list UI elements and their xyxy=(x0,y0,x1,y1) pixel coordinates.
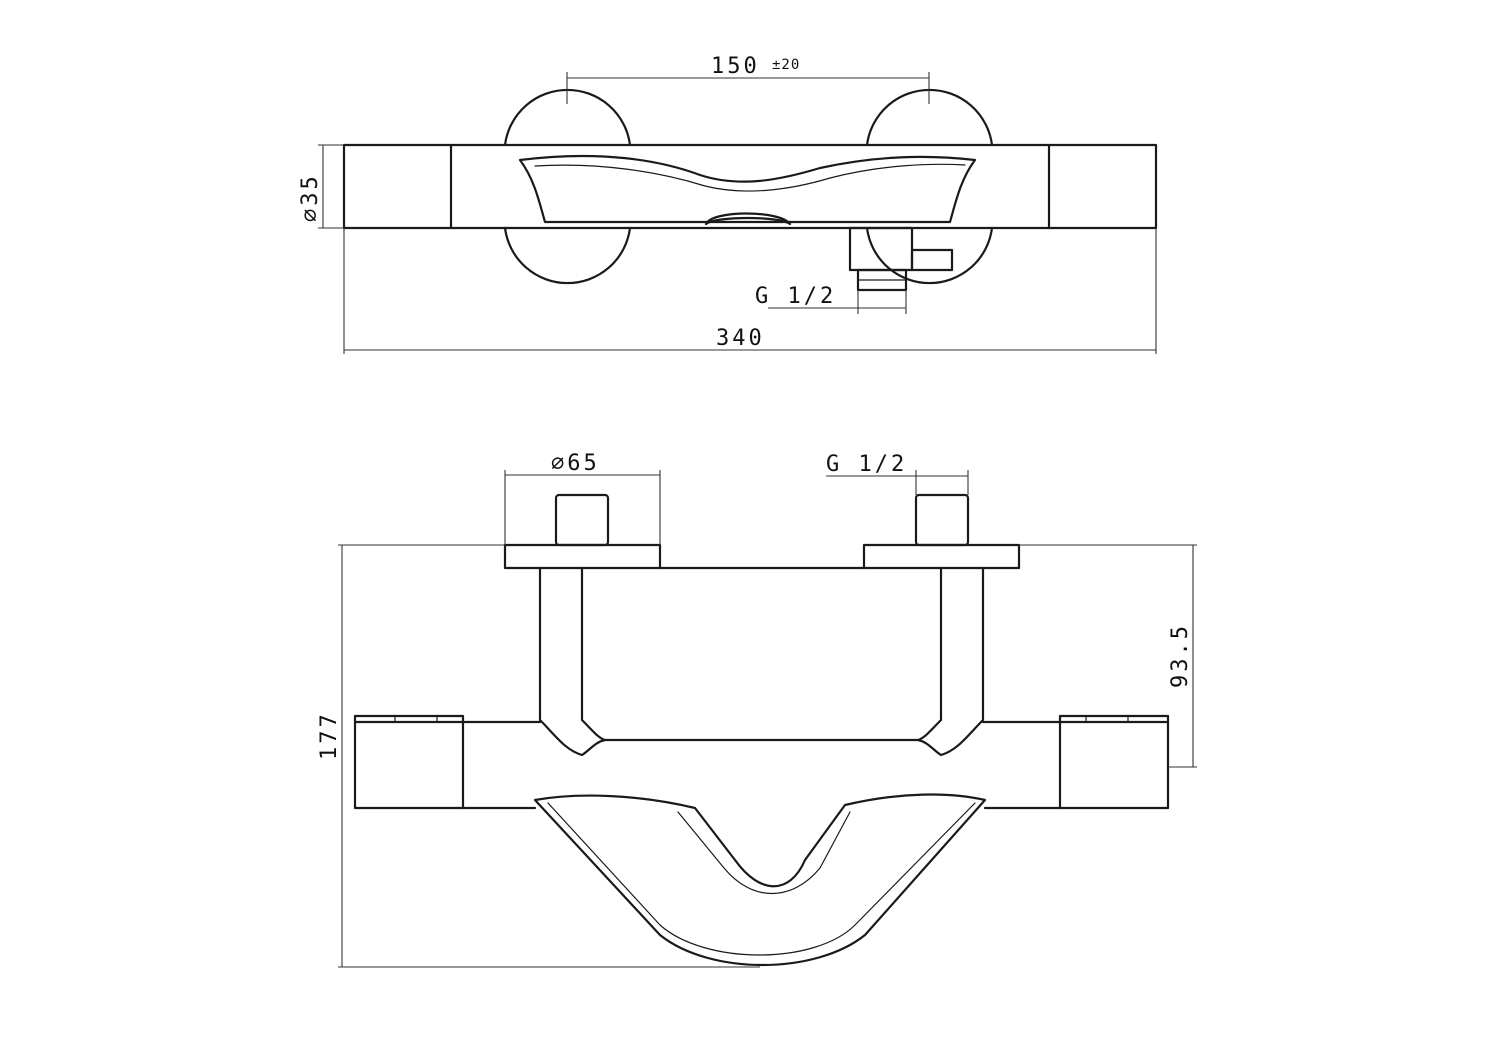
connection-height-label: 93.5 xyxy=(1168,623,1193,688)
body-diameter-label: ∅35 xyxy=(298,173,323,222)
center-distance-label: 150 xyxy=(711,54,760,79)
outlet-thread-label: G 1/2 xyxy=(755,284,836,309)
top-outlet-connector xyxy=(848,226,914,272)
front-right-pipe xyxy=(916,566,985,757)
front-right-flange xyxy=(862,543,1021,570)
front-left-handle xyxy=(353,720,465,810)
front-spout xyxy=(533,793,987,967)
top-view: 150 ±20 ∅35 G 1/2 340 xyxy=(298,54,1158,354)
overall-length-label: 340 xyxy=(716,326,765,351)
top-spout-outlet xyxy=(704,212,792,226)
top-body xyxy=(342,143,1158,230)
top-spout xyxy=(518,154,977,224)
center-tolerance-label: ±20 xyxy=(772,57,800,73)
front-left-pipe xyxy=(538,566,607,757)
front-right-handle xyxy=(1058,720,1170,810)
front-view: ∅65 G 1/2 177 93.5 xyxy=(317,451,1197,968)
overall-height-label: 177 xyxy=(317,711,342,760)
inlet-thread-label: G 1/2 xyxy=(826,452,907,477)
front-left-flange xyxy=(503,543,662,570)
front-left-inlet xyxy=(554,493,610,547)
front-right-inlet xyxy=(914,493,970,547)
flange-diameter-label: ∅65 xyxy=(551,451,600,476)
